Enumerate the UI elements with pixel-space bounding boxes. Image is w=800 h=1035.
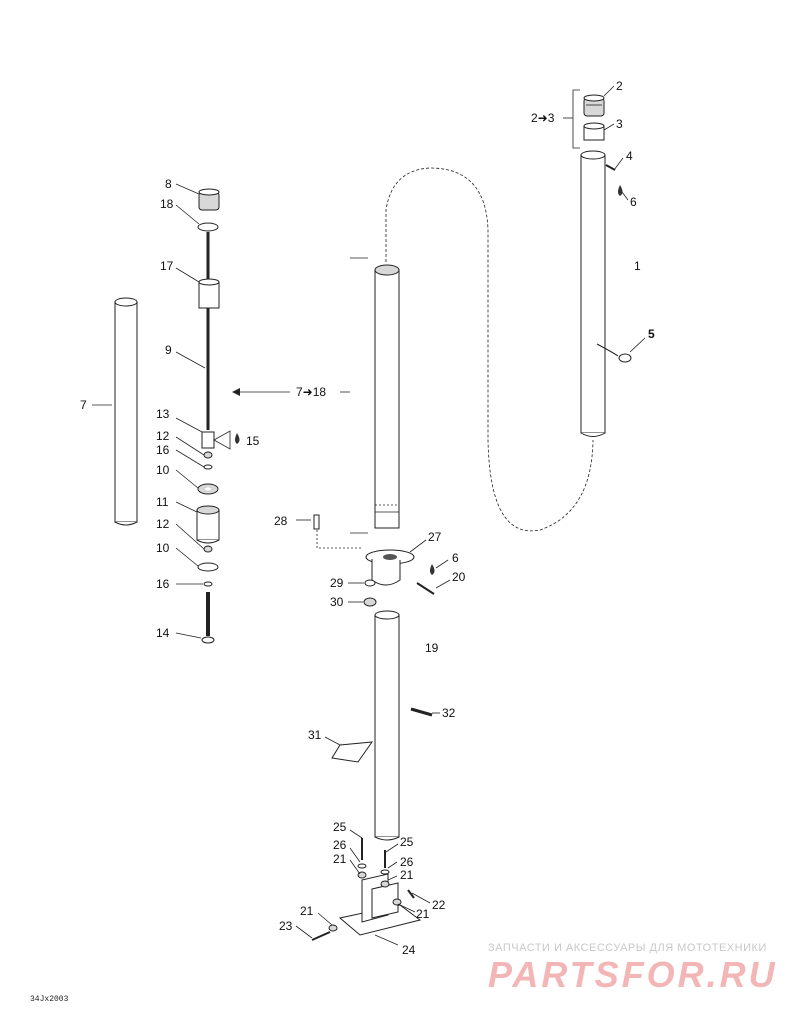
part-12b-nut xyxy=(203,545,213,553)
part-2-cap xyxy=(583,94,605,117)
callout-14: 14 xyxy=(156,626,170,640)
callout-1: 1 xyxy=(634,259,641,273)
part-7-tube xyxy=(114,297,138,526)
callout-24: 24 xyxy=(402,943,416,957)
callout-25a: 25 xyxy=(333,820,347,834)
callout-21d: 21 xyxy=(300,904,314,918)
part-6-drop-icon xyxy=(618,185,623,196)
part-22-23-bolts xyxy=(311,889,415,941)
callout-6b: 6 xyxy=(452,551,459,565)
cable-loop xyxy=(385,167,594,532)
callout-25b: 25 xyxy=(400,835,414,849)
part-3-sleeve xyxy=(583,122,605,141)
callout-7: 7 xyxy=(80,398,87,412)
callout-10b: 10 xyxy=(156,541,170,555)
callout-31: 31 xyxy=(308,728,322,742)
center-upper-tube xyxy=(374,264,400,529)
callout-21b: 21 xyxy=(400,868,414,882)
callout-23: 23 xyxy=(279,919,293,933)
part-32-pin xyxy=(410,707,433,717)
callout-11: 11 xyxy=(156,495,169,509)
callout-7-to-18: 7➜18 xyxy=(296,385,326,399)
part-26-washers xyxy=(357,863,390,875)
callout-6a: 6 xyxy=(630,195,637,209)
part-19-lower-tube xyxy=(374,610,400,841)
callout-27: 27 xyxy=(428,530,442,544)
watermark-brand-logo: PARTSFOR.RU xyxy=(488,954,778,995)
part-11-float-lower xyxy=(196,505,220,544)
part-14-bolt xyxy=(201,592,215,644)
part-4-pin xyxy=(605,164,616,171)
callout-12b: 12 xyxy=(156,517,170,531)
drawing-id: 34Jx2003 xyxy=(30,995,69,1004)
callout-15: 15 xyxy=(246,434,260,448)
part-16b-washer xyxy=(203,581,213,587)
part-15-drop-icon xyxy=(235,433,240,444)
part-27-mount-plate xyxy=(365,549,415,586)
callout-30: 30 xyxy=(330,595,344,609)
callout-12a: 12 xyxy=(156,429,170,443)
callout-13: 13 xyxy=(156,407,170,421)
part-5-lanyard xyxy=(596,343,632,363)
callout-9: 9 xyxy=(165,343,172,357)
callout-21a: 21 xyxy=(333,852,347,866)
part-18-ring xyxy=(197,222,219,232)
callout-5: 5 xyxy=(648,327,655,341)
callout-3: 3 xyxy=(616,117,623,131)
callout-16a: 16 xyxy=(156,443,170,457)
part-10-washer-upper xyxy=(197,483,219,495)
part-6b-drop-icon xyxy=(430,564,435,575)
part-24-base-bracket xyxy=(338,873,422,936)
callout-2: 2 xyxy=(616,79,623,93)
watermark-tagline: ЗАПЧАСТИ И АКСЕССУАРЫ ДЛЯ МОТОТЕХНИКИ xyxy=(488,942,767,954)
callout-19: 19 xyxy=(425,641,439,655)
part-8-cap xyxy=(198,188,220,211)
callout-29: 29 xyxy=(330,576,344,590)
part-31-clip xyxy=(331,741,374,763)
callout-17: 17 xyxy=(160,259,174,273)
part-29-washer xyxy=(364,579,376,587)
callout-26a: 26 xyxy=(333,838,347,852)
part-1-tube xyxy=(580,150,606,437)
part-13-coupler xyxy=(201,431,215,449)
callout-20: 20 xyxy=(452,570,466,584)
part-12-16-small-parts xyxy=(203,451,213,470)
callout-26b: 26 xyxy=(400,855,414,869)
callout-21c: 21 xyxy=(416,907,430,921)
callout-22: 22 xyxy=(432,898,446,912)
part-28-screw xyxy=(313,514,362,549)
callout-2-to-3: 2➜3 xyxy=(531,111,555,125)
part-30-nut xyxy=(363,597,377,607)
part-17-float xyxy=(198,278,220,309)
callout-28: 28 xyxy=(274,514,288,528)
callout-10a: 10 xyxy=(156,463,170,477)
callout-8: 8 xyxy=(165,177,172,191)
callout-4: 4 xyxy=(626,149,633,163)
callout-18: 18 xyxy=(160,197,174,211)
callout-32: 32 xyxy=(442,706,456,720)
part-10b-washer xyxy=(197,562,219,572)
part-20-bolt xyxy=(416,582,435,595)
part-25-bolts xyxy=(361,838,386,868)
callout-16b: 16 xyxy=(156,577,170,591)
